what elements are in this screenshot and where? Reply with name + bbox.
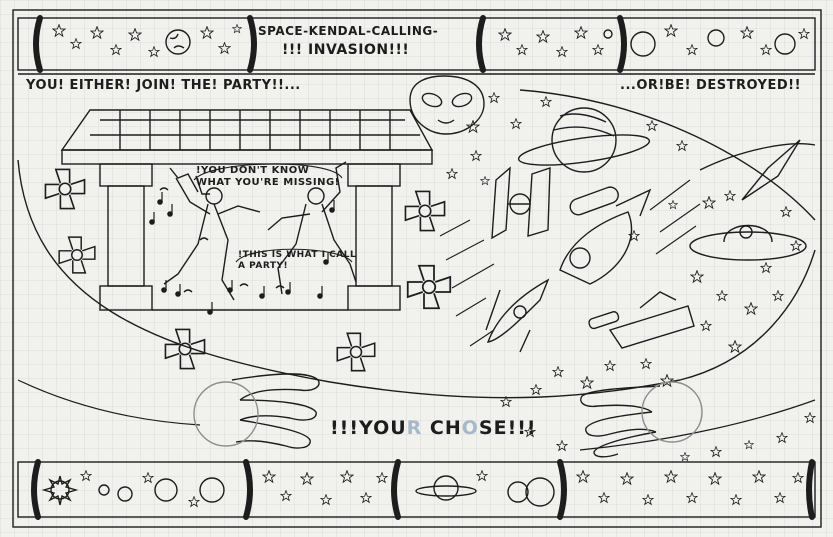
speech-bubble-bottom: !THIS IS WHAT I CALL A PARTY! [238,250,357,271]
slogan-right: ...OR!BE! DESTROYED!! [620,78,801,93]
header-subtitle: !!! INVASION!!! [282,42,410,58]
grabbing-hands [193,373,703,458]
cta-part-5: SE!!! [478,417,537,439]
bottom-banner [17,459,816,520]
cta-part-3: CH [422,417,462,439]
speed-lines [439,179,701,347]
ufo [689,224,807,261]
cta-part-1: !!!YOU [330,417,407,439]
tie-fighter [491,166,551,240]
top-banner [17,15,816,75]
alien-head [409,75,485,135]
dancers [159,161,357,301]
header-title: SPACE-KENDAL-CALLING- [258,24,439,38]
call-to-action: !!!YOUR CHOSE!!! [330,417,537,439]
ringed-planet [517,107,651,173]
cta-faint-o: O [461,417,479,439]
slogan-left: YOU! EITHER! JOIN! THE! PARTY!!... [26,78,301,93]
spaceships [485,186,695,353]
music-notes [149,192,335,315]
party-temple [60,109,434,311]
cta-faint-r: R [406,417,423,439]
comet [699,139,816,201]
speech-bubble-top: !YOU DON'T KNOW WHAT YOU'RE MISSING! [196,165,340,188]
speech-bubbles [193,163,353,263]
